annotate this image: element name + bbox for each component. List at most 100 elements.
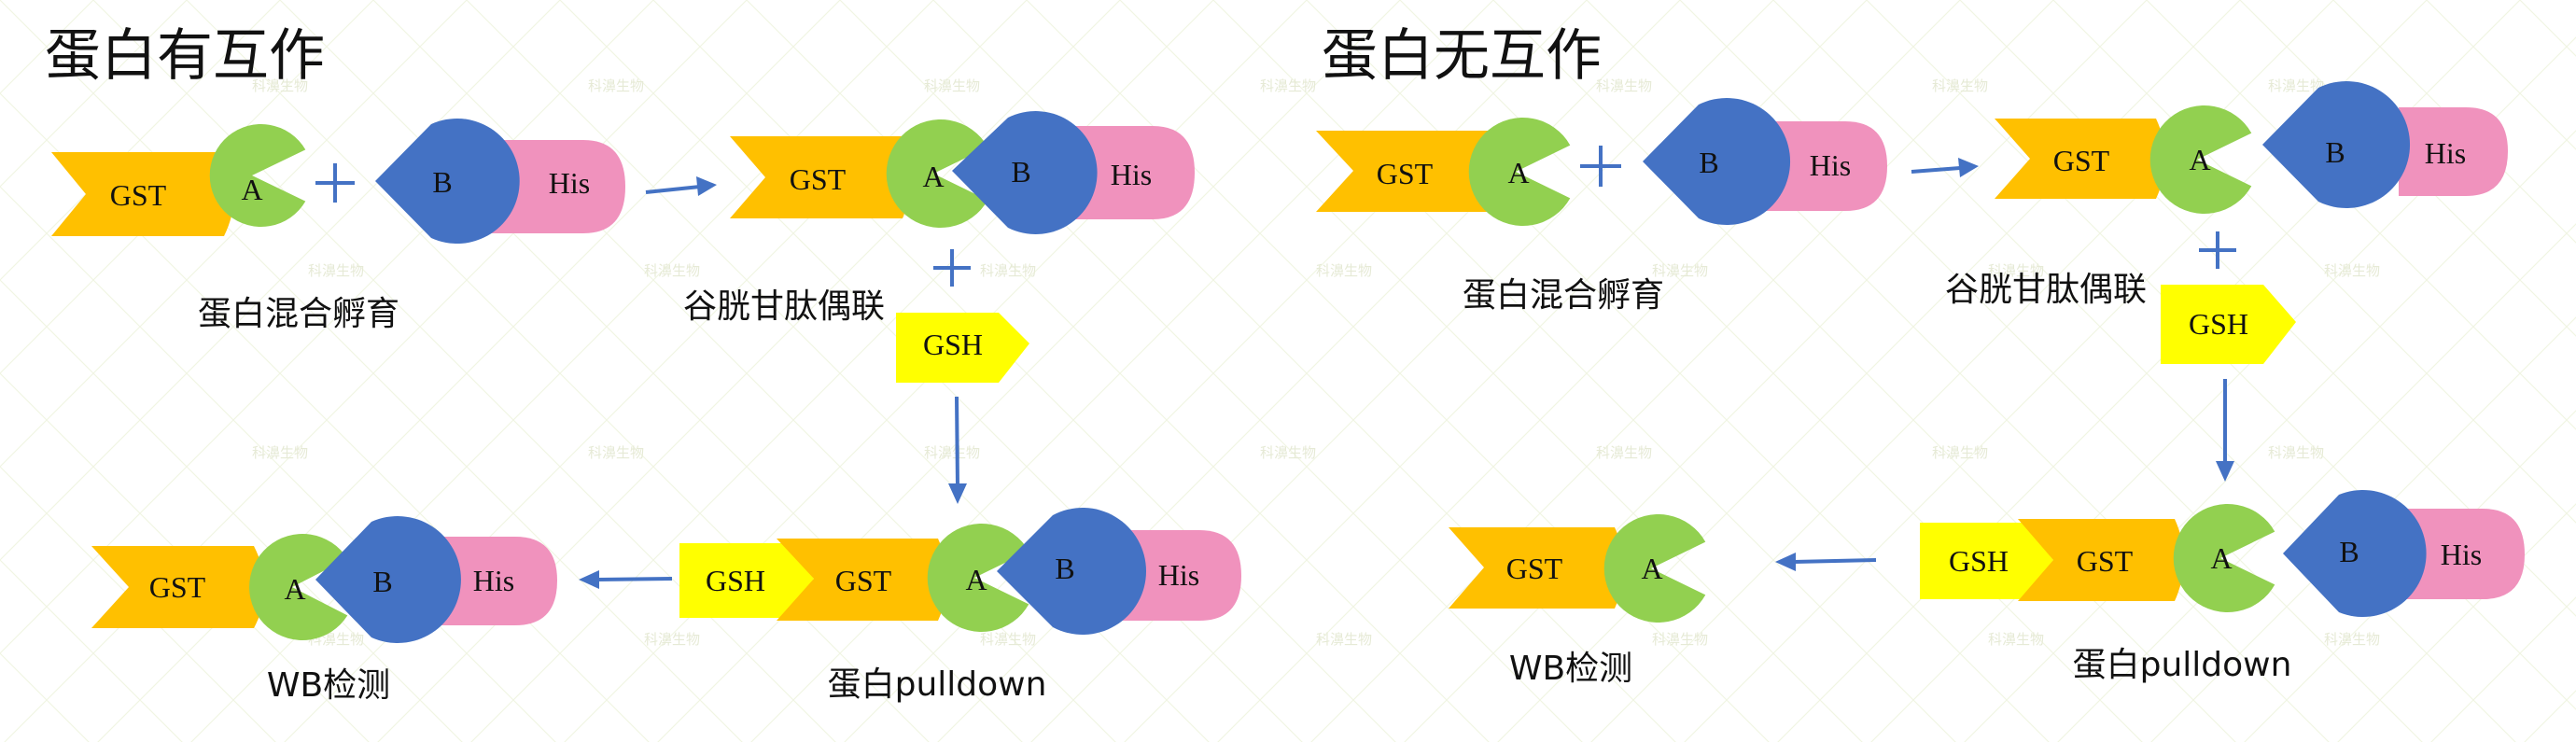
protein-a-shape [2149, 105, 2252, 214]
gst-label: GST [2053, 144, 2110, 177]
protein-b-shape [315, 516, 461, 643]
step-label-wb: WB检测 [267, 666, 390, 705]
gsh-shape [896, 313, 1029, 383]
gst-label: GST [835, 564, 892, 597]
protein-b-label: B [1011, 155, 1030, 189]
gst-tag-shape [1316, 131, 1503, 212]
step-label-coupling: 谷胱甘肽偶联 [1945, 271, 2147, 309]
watermark-text: 科濞生物 [1596, 77, 1652, 94]
watermark-text: 科濞生物 [1932, 77, 1988, 94]
step-label-incubation: 蛋白混合孵育 [198, 295, 399, 333]
watermark-layer: 科濞生物科濞生物科濞生物科濞生物科濞生物科濞生物科濞生物科濞生物科濞生物科濞生物… [252, 77, 2380, 648]
his-label: His [1810, 148, 1851, 182]
protein-b-label: B [432, 165, 452, 199]
protein-a-label: A [1507, 156, 1529, 189]
complex-wb-result: GST His A B [91, 516, 557, 643]
watermark-text: 科濞生物 [1988, 631, 2044, 648]
his-label: His [549, 166, 590, 200]
his-label: His [2441, 538, 2482, 571]
watermark-text: 科濞生物 [1260, 444, 1316, 461]
protein-b-label: B [1055, 552, 1074, 585]
gst-label: GST [790, 162, 847, 196]
gst-tag-shape [777, 539, 947, 621]
protein-a-label: A [2189, 143, 2210, 176]
gst-tag-shape [51, 152, 234, 236]
step-label-wb: WB检测 [1509, 650, 1632, 688]
watermark-text: 科濞生物 [980, 262, 1036, 279]
watermark-text: 科濞生物 [308, 262, 364, 279]
protein-a-label: A [2210, 541, 2232, 575]
gsh-bead: GSH [2161, 285, 2296, 364]
complex-gsh-gst-a-b-his: GSH GST His A B [679, 508, 1241, 635]
watermark-text: 科濞生物 [588, 444, 644, 461]
protein-a-label: A [922, 160, 944, 193]
protein-a-shape [209, 124, 306, 228]
gst-label: GST [1377, 157, 1434, 190]
watermark-text: 科濞生物 [2268, 77, 2324, 94]
protein-a-shape [886, 119, 988, 228]
step-label-pulldown: 蛋白pulldown [828, 665, 1047, 704]
panel-title: 蛋白有互作 [45, 23, 325, 89]
watermark-text: 科濞生物 [1652, 262, 1708, 279]
his-label: His [473, 564, 514, 597]
complex-b-his: His B [1643, 97, 1887, 225]
his-tag-shape [2389, 509, 2525, 599]
gsh-shape [2161, 285, 2296, 364]
protein-a-label: A [1641, 552, 1662, 585]
watermark-text: 科濞生物 [644, 262, 700, 279]
gst-label: GST [2077, 544, 2134, 578]
protein-a-shape [249, 534, 348, 640]
his-label: His [1111, 158, 1152, 191]
watermark-text: 科濞生物 [924, 77, 980, 94]
complex-b-his: His B [375, 118, 625, 244]
gsh-label: GSH [706, 564, 765, 597]
protein-a-label: A [284, 572, 305, 606]
watermark-text: 科濞生物 [2324, 631, 2380, 648]
complex-wb-result: GST A [1449, 514, 1706, 623]
protein-b-shape [997, 508, 1147, 635]
arrow-down [2216, 379, 2234, 482]
gst-label: GST [149, 570, 206, 604]
step-label-coupling: 谷胱甘肽偶联 [683, 287, 885, 326]
watermark-text: 科濞生物 [1316, 262, 1372, 279]
watermark-text: 科濞生物 [1596, 444, 1652, 461]
arrow-right [1911, 158, 1979, 177]
protein-b-shape [2283, 490, 2427, 617]
arrow-left [1775, 553, 1877, 571]
arrow-left [579, 570, 673, 589]
protein-b-shape [1643, 97, 1791, 225]
arrow-right [645, 176, 717, 196]
his-label: His [2425, 136, 2466, 170]
protein-b-shape [2262, 81, 2411, 208]
watermark-text: 科濞生物 [252, 444, 308, 461]
protein-b-label: B [2339, 535, 2359, 568]
watermark-text: 科濞生物 [1988, 262, 2044, 279]
gsh-shape [1920, 523, 2053, 599]
watermark-text: 科濞生物 [644, 631, 700, 648]
watermark-text: 科濞生物 [588, 77, 644, 94]
protein-b-shape [375, 118, 520, 244]
gst-tag-shape [2018, 519, 2184, 601]
complex-gst-a-separate-b-his: GST A His B [1995, 81, 2508, 214]
watermark-text: 科濞生物 [2268, 444, 2324, 461]
protein-a-shape [2173, 504, 2275, 612]
protein-b-label: B [1699, 146, 1718, 179]
plus-sign [1580, 146, 1621, 187]
watermark-text: 科濞生物 [1260, 77, 1316, 94]
arrow-down [948, 396, 967, 504]
complex-gst-a-b-his: GST His A B [730, 110, 1195, 235]
gst-tag-shape [1449, 527, 1624, 609]
gsh-label: GSH [923, 328, 983, 361]
protein-a-shape [1468, 118, 1571, 227]
protein-a-label: A [241, 173, 262, 206]
gsh-label: GSH [2189, 307, 2248, 341]
step-label-pulldown: 蛋白pulldown [2073, 646, 2292, 684]
his-label: His [1158, 558, 1199, 592]
plus-sign [2199, 231, 2236, 269]
gst-label: GST [110, 178, 167, 212]
watermark-text: 科濞生物 [252, 77, 308, 94]
complex-gsh-gst-a-separate-b-his: GSH GST A His B [1920, 490, 2525, 617]
step-label-incubation: 蛋白混合孵育 [1463, 276, 1664, 315]
complex-gst-a: GST A [1316, 118, 1571, 227]
